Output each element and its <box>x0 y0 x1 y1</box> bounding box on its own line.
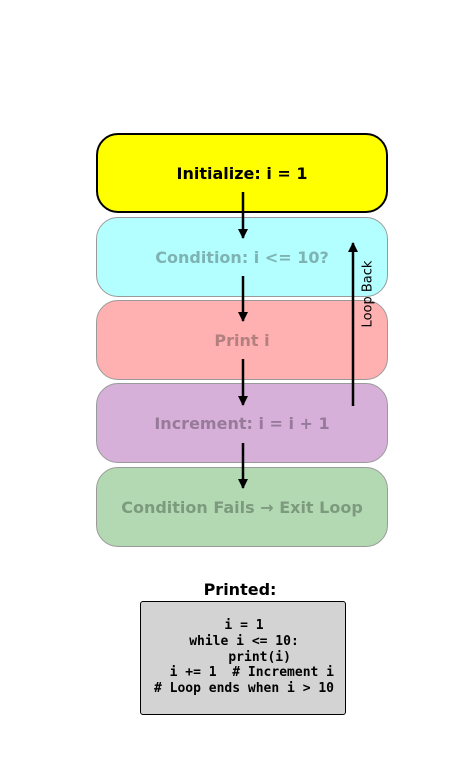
printed-title: Printed: <box>203 580 277 599</box>
loop-back-label: Loop Back <box>360 260 376 328</box>
code-line: i += 1 # Increment i <box>153 665 334 680</box>
step-exit-label: Condition Fails → Exit Loop <box>121 497 363 517</box>
code-block: i = 1 while i <= 10: print(i) i += 1 # I… <box>140 601 346 715</box>
code-line: print(i) <box>197 650 291 665</box>
code-line: # Loop ends when i > 10 <box>153 681 334 696</box>
step-increment-label: Increment: i = i + 1 <box>154 413 330 433</box>
step-condition-label: Condition: i <= 10? <box>155 247 329 267</box>
code-line: while i <= 10: <box>189 634 299 649</box>
step-initialize-label: Initialize: i = 1 <box>176 163 308 183</box>
code-line: i = 1 <box>224 618 264 633</box>
step-print-label: Print i <box>214 330 270 350</box>
